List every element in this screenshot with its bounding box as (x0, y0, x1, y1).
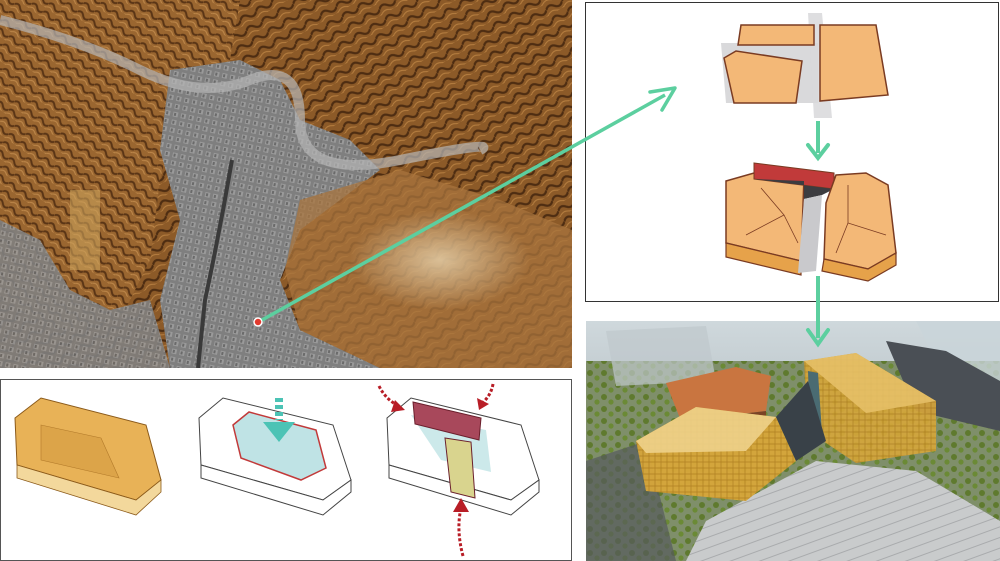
red-arrows (377, 383, 495, 557)
wedge-top-red (412, 401, 482, 441)
satellite-map-panel (0, 0, 572, 368)
massing-down-arrow (806, 121, 830, 162)
solid-block-facet (40, 424, 120, 479)
roof-lines-right (835, 185, 887, 254)
aerial-rendering-panel (586, 321, 1000, 561)
block-right (819, 24, 889, 102)
southwest-town (0, 220, 170, 368)
form-evolution-panel (0, 379, 572, 561)
block-top-left (737, 24, 815, 46)
aerial-rendering (586, 321, 1000, 561)
evolution-step-2 (198, 397, 352, 516)
roof-lines-left (745, 187, 799, 244)
upper-left-roof (666, 367, 771, 421)
massing-diagram-panel (585, 2, 999, 302)
right-building-roof (804, 353, 936, 413)
airfield (70, 190, 100, 270)
site-marker (253, 317, 263, 327)
massing-step-2 (725, 162, 897, 282)
outline-block-side (200, 464, 352, 516)
building-right (804, 353, 936, 463)
background-blocks (606, 326, 716, 386)
main-road (196, 159, 234, 368)
volume-left-side (725, 242, 802, 276)
block-left (723, 50, 803, 104)
evolution-step-3 (377, 383, 540, 557)
dark-building-right (886, 341, 1000, 431)
courtyard-void (232, 411, 327, 481)
central-slot (776, 381, 826, 461)
left-building-roof (636, 407, 776, 453)
plaza (686, 461, 1000, 561)
slot-floor (798, 195, 822, 273)
slot-shadow (754, 179, 834, 199)
evolution-step-1 (14, 397, 162, 516)
wedge-bottom-yellow (444, 437, 476, 499)
haze (350, 210, 530, 310)
massing-step-1 (721, 13, 889, 118)
building-left (636, 407, 796, 501)
solid-block-side (16, 464, 162, 516)
massing-diagram (721, 13, 897, 282)
volume-right-top (823, 172, 897, 270)
satellite-map (0, 0, 572, 368)
volume-right-side (821, 251, 897, 282)
form-evolution-diagram (14, 383, 540, 557)
down-arrow-teal (263, 398, 295, 442)
